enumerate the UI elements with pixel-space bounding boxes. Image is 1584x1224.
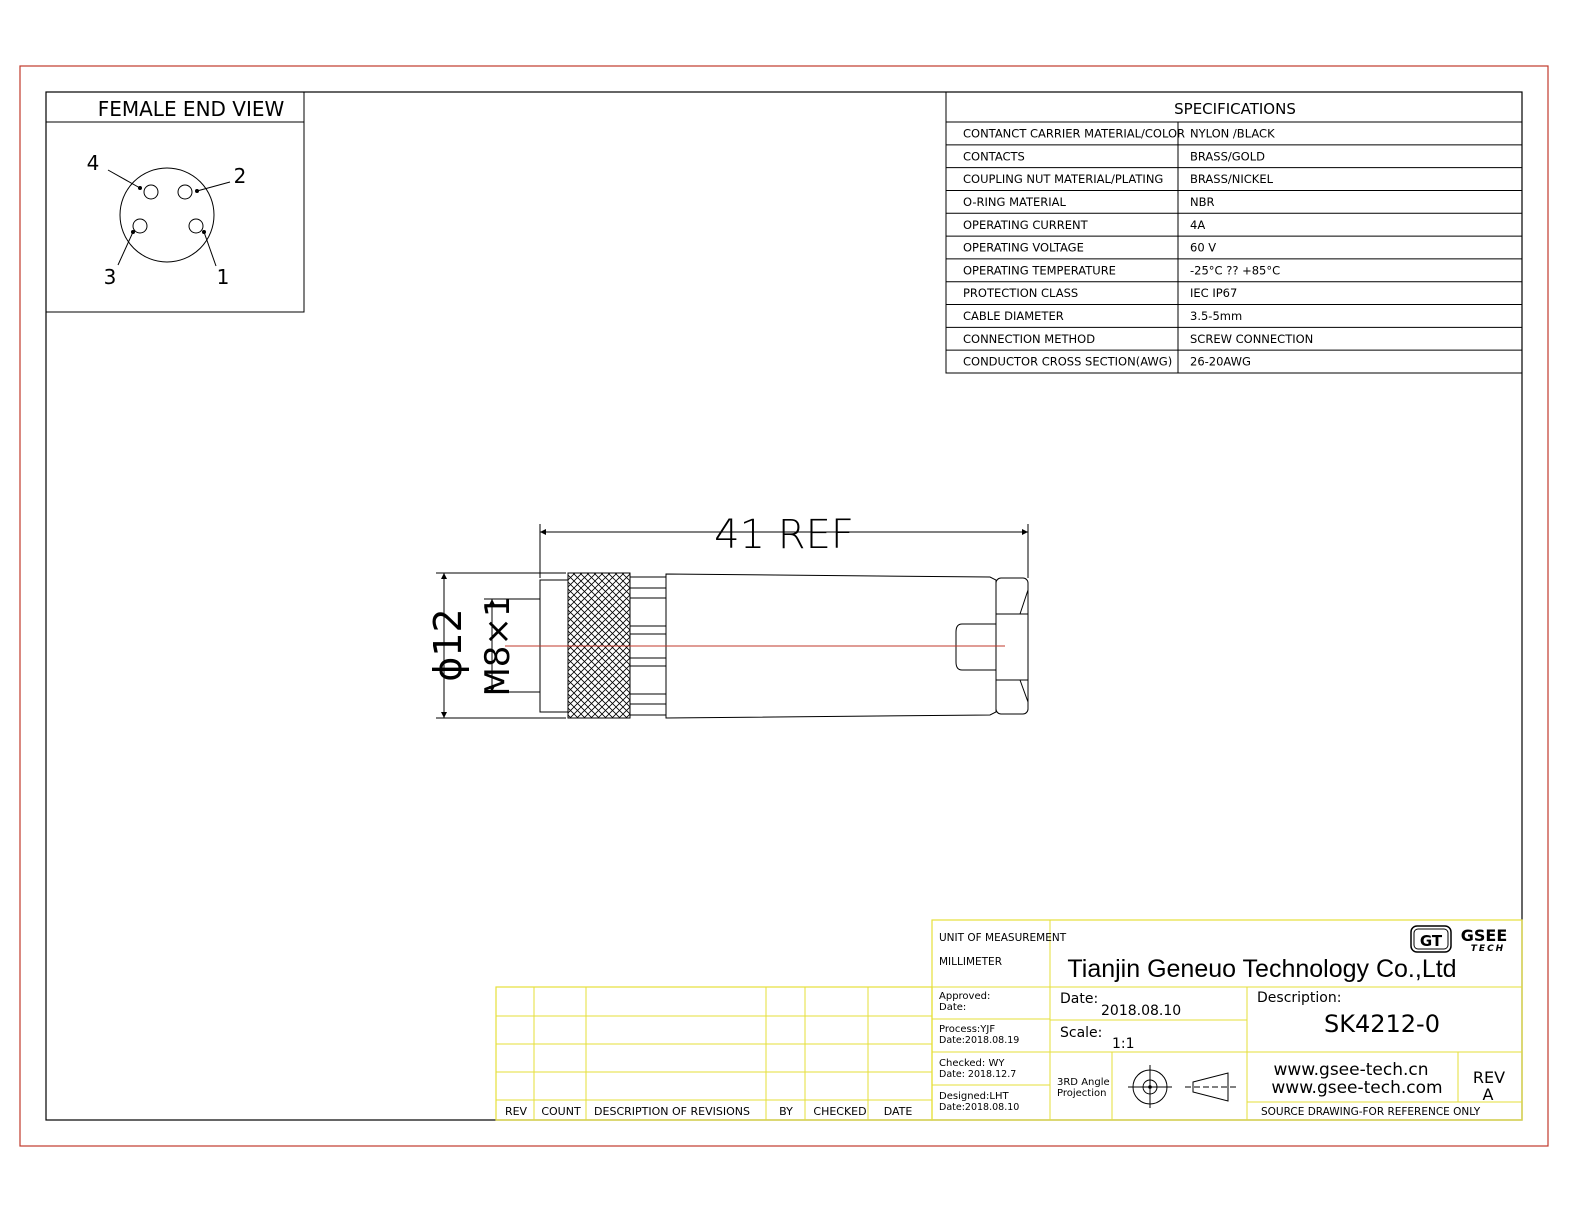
spec-value: NBR — [1190, 195, 1214, 209]
sheet-border — [19, 65, 1549, 1147]
gsee-tech-logo: GT GSEE TECH — [1410, 925, 1508, 954]
connector-body — [665, 573, 997, 719]
scale-value: 1:1 — [1112, 1036, 1135, 1052]
rev-value: A — [1483, 1085, 1494, 1104]
specifications-title: SPECIFICATIONS — [1174, 100, 1296, 118]
pin-label-4: 4 — [87, 151, 100, 175]
source-note: SOURCE DRAWING-FOR REFERENCE ONLY — [1261, 1106, 1481, 1118]
spec-value: 3.5-5mm — [1190, 309, 1242, 323]
connector-side-view: 41 REF ϕ12 M8×1 — [426, 512, 1029, 719]
pin-2-socket — [177, 184, 193, 200]
scale-label: Scale: — [1060, 1025, 1102, 1041]
cable-window — [955, 623, 996, 671]
projection-label-2: Projection — [1057, 1088, 1106, 1099]
spec-label: CONTACTS — [963, 149, 1025, 163]
projection-label-1: 3RD Angle — [1057, 1077, 1110, 1088]
spec-value: 60 V — [1190, 241, 1216, 255]
length-dimension: 41 REF — [714, 512, 854, 558]
spec-value: BRASS/GOLD — [1190, 149, 1265, 163]
rev-header-by: BY — [779, 1105, 793, 1118]
approved-date-label: Date: — [939, 1002, 966, 1013]
thread-dimension: M8×1 — [478, 595, 518, 696]
rev-header-description: DESCRIPTION OF REVISIONS — [594, 1105, 750, 1118]
website-cn: www.gsee-tech.cn — [1273, 1060, 1428, 1080]
spec-label: O-RING MATERIAL — [963, 195, 1067, 209]
spec-label: OPERATING CURRENT — [963, 218, 1089, 232]
company-name: Tianjin Geneuo Technology Co.,Ltd — [1067, 955, 1456, 983]
pin-1-socket — [188, 218, 204, 234]
description-label: Description: — [1257, 990, 1341, 1006]
third-angle-projection-symbol — [1128, 1065, 1236, 1108]
connector-face — [119, 167, 215, 263]
spec-value: -25°C ?? +85°C — [1190, 263, 1280, 277]
female-end-view: FEMALE END VIEW 4 2 3 1 — [45, 91, 305, 313]
pin-label-2: 2 — [234, 164, 247, 188]
approved-label: Approved: — [939, 991, 990, 1002]
checked-by: Checked: WY — [939, 1058, 1005, 1069]
checked-date: Date: 2018.12.7 — [939, 1069, 1016, 1080]
spec-label: CONTANCT CARRIER MATERIAL/COLOR — [963, 127, 1185, 141]
female-end-view-title: FEMALE END VIEW — [98, 97, 285, 121]
title-block: UNIT OF MEASUREMENT MILLIMETER GT GSEE T… — [931, 919, 1523, 1121]
svg-text:TECH: TECH — [1471, 944, 1505, 954]
designed-date: Date:2018.08.10 — [939, 1102, 1019, 1113]
spec-label: PROTECTION CLASS — [963, 286, 1078, 300]
pin-label-1: 1 — [217, 265, 230, 289]
spec-value: 26-20AWG — [1190, 355, 1251, 369]
unit-label: UNIT OF MEASUREMENT — [939, 932, 1067, 944]
spec-label: CABLE DIAMETER — [963, 309, 1064, 323]
process-date: Date:2018.08.19 — [939, 1035, 1019, 1046]
spec-value: IEC IP67 — [1190, 286, 1237, 300]
rev-label: REV — [1473, 1068, 1505, 1087]
designed-by: Designed:LHT — [939, 1091, 1009, 1102]
spec-label: CONNECTION METHOD — [963, 332, 1095, 346]
rev-header-count: COUNT — [541, 1105, 581, 1118]
date-value: 2018.08.10 — [1101, 1003, 1181, 1019]
rev-header-date: DATE — [884, 1105, 913, 1118]
svg-text:GSEE: GSEE — [1461, 926, 1508, 945]
pin-label-3: 3 — [104, 265, 117, 289]
unit-value: MILLIMETER — [939, 956, 1002, 968]
website-com: www.gsee-tech.com — [1271, 1078, 1442, 1098]
spec-value: NYLON /BLACK — [1190, 127, 1275, 141]
svg-text:GT: GT — [1420, 932, 1443, 950]
process-by: Process:YJF — [939, 1024, 995, 1035]
spec-value: BRASS/NICKEL — [1190, 172, 1274, 186]
spec-label: OPERATING TEMPERATURE — [963, 263, 1116, 277]
spec-value: SCREW CONNECTION — [1190, 332, 1313, 346]
spec-label: COUPLING NUT MATERIAL/PLATING — [963, 172, 1163, 186]
diameter-dimension: ϕ12 — [426, 608, 470, 681]
revision-table: REV COUNT DESCRIPTION OF REVISIONS BY CH… — [495, 986, 933, 1121]
rev-header-rev: REV — [505, 1105, 528, 1118]
spec-label: CONDUCTOR CROSS SECTION(AWG) — [963, 355, 1172, 369]
pin-3-socket — [132, 218, 148, 234]
spec-label: OPERATING VOLTAGE — [963, 241, 1084, 255]
specifications-table: SPECIFICATIONS CONTANCT CARRIER MATERIAL… — [945, 91, 1523, 374]
part-number: SK4212-0 — [1324, 1010, 1440, 1038]
pin-4-socket — [143, 184, 159, 200]
rev-header-checked: CHECKED — [813, 1105, 866, 1118]
spec-value: 4A — [1190, 218, 1205, 232]
date-label: Date: — [1060, 991, 1098, 1007]
